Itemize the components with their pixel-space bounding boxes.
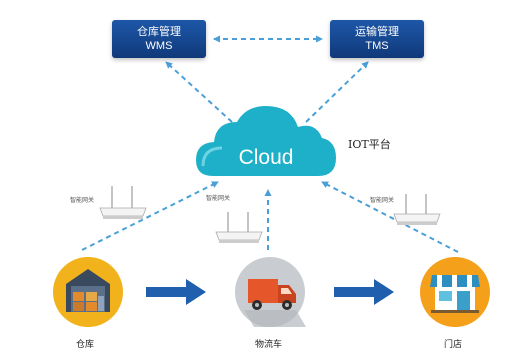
cloud-icon — [196, 106, 336, 176]
wms-box: 仓库管理 WMS — [112, 20, 206, 58]
iot-platform-label: IOT平台 — [348, 138, 391, 151]
gateway-left-label: 智能网关 — [70, 197, 95, 204]
gateway-right-label: 智能网关 — [370, 197, 395, 204]
gateway-left-icon — [99, 186, 147, 219]
gateway-right-icon — [393, 194, 441, 225]
gateway-middle-icon — [215, 212, 263, 243]
tms-box: 运输管理 TMS — [330, 20, 424, 58]
warehouse-icon — [53, 257, 123, 327]
store-to-cloud-connector — [321, 181, 459, 253]
tms-title: 运输管理 — [355, 25, 399, 38]
store-label: 门店 — [444, 340, 463, 350]
warehouse-to-cloud-connector — [81, 181, 219, 251]
wms-code: WMS — [145, 40, 173, 52]
warehouse-label: 仓库 — [76, 340, 95, 350]
gateway-middle-label: 智能网关 — [206, 195, 231, 202]
cloud-to-tms-connector — [305, 61, 369, 123]
cloud-label: Cloud — [239, 146, 294, 169]
truck-icon — [235, 257, 306, 327]
store-icon — [420, 257, 490, 327]
flow-arrow-warehouse-truck — [146, 279, 206, 305]
flow-arrow-truck-store — [334, 279, 394, 305]
tms-code: TMS — [365, 40, 389, 52]
wms-title: 仓库管理 — [137, 25, 181, 38]
truck-label: 物流车 — [255, 340, 283, 350]
cloud-to-wms-connector — [165, 61, 233, 123]
